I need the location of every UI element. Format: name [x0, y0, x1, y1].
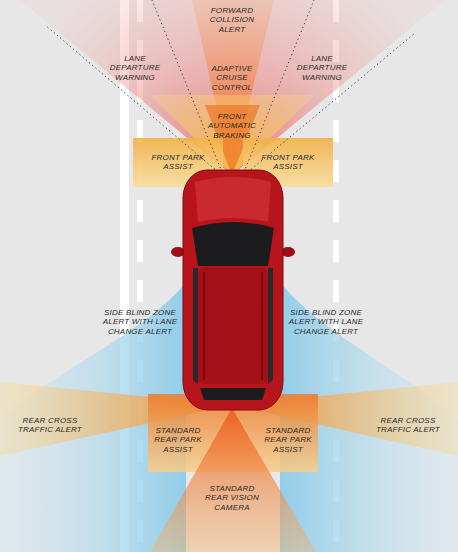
- feature-label: FRONT PARK ASSIST: [258, 153, 318, 172]
- feature-label: FRONT AUTOMATIC BRAKING: [205, 112, 260, 140]
- dotted-line: [244, 0, 314, 172]
- feature-label: FRONT PARK ASSIST: [148, 153, 208, 172]
- roof-rail: [203, 272, 205, 380]
- feature-label: ADAPTIVE CRUISE CONTROL: [205, 64, 260, 92]
- feature-label: REAR CROSS TRAFFIC ALERT: [18, 416, 83, 435]
- dotted-line: [152, 0, 222, 172]
- feature-label: STANDARD REAR VISION CAMERA: [202, 484, 262, 512]
- side-window: [268, 268, 273, 384]
- hood: [195, 177, 271, 222]
- feature-label: STANDARD REAR PARK ASSIST: [151, 426, 206, 454]
- rear-window: [200, 388, 266, 400]
- lane-zone: [20, 0, 445, 175]
- roof-rail: [261, 272, 263, 380]
- side-window: [193, 268, 198, 384]
- feature-label: SIDE BLIND ZONE ALERT WITH LANE CHANGE A…: [286, 308, 366, 336]
- feature-label: FORWARD COLLISION ALERT: [205, 6, 260, 34]
- roof: [198, 268, 268, 384]
- camera-zone: [150, 408, 316, 552]
- windshield: [192, 222, 274, 266]
- feature-label: LANE DEPARTURE WARNING: [295, 54, 350, 82]
- feature-label: STANDARD REAR PARK ASSIST: [261, 426, 316, 454]
- feature-label: LANE DEPARTURE WARNING: [108, 54, 163, 82]
- feature-label: SIDE BLIND ZONE ALERT WITH LANE CHANGE A…: [100, 308, 180, 336]
- car: [171, 170, 295, 410]
- dotted-line: [45, 25, 218, 172]
- feature-label: REAR CROSS TRAFFIC ALERT: [376, 416, 441, 435]
- car-body: [183, 170, 283, 410]
- dotted-line: [248, 33, 415, 172]
